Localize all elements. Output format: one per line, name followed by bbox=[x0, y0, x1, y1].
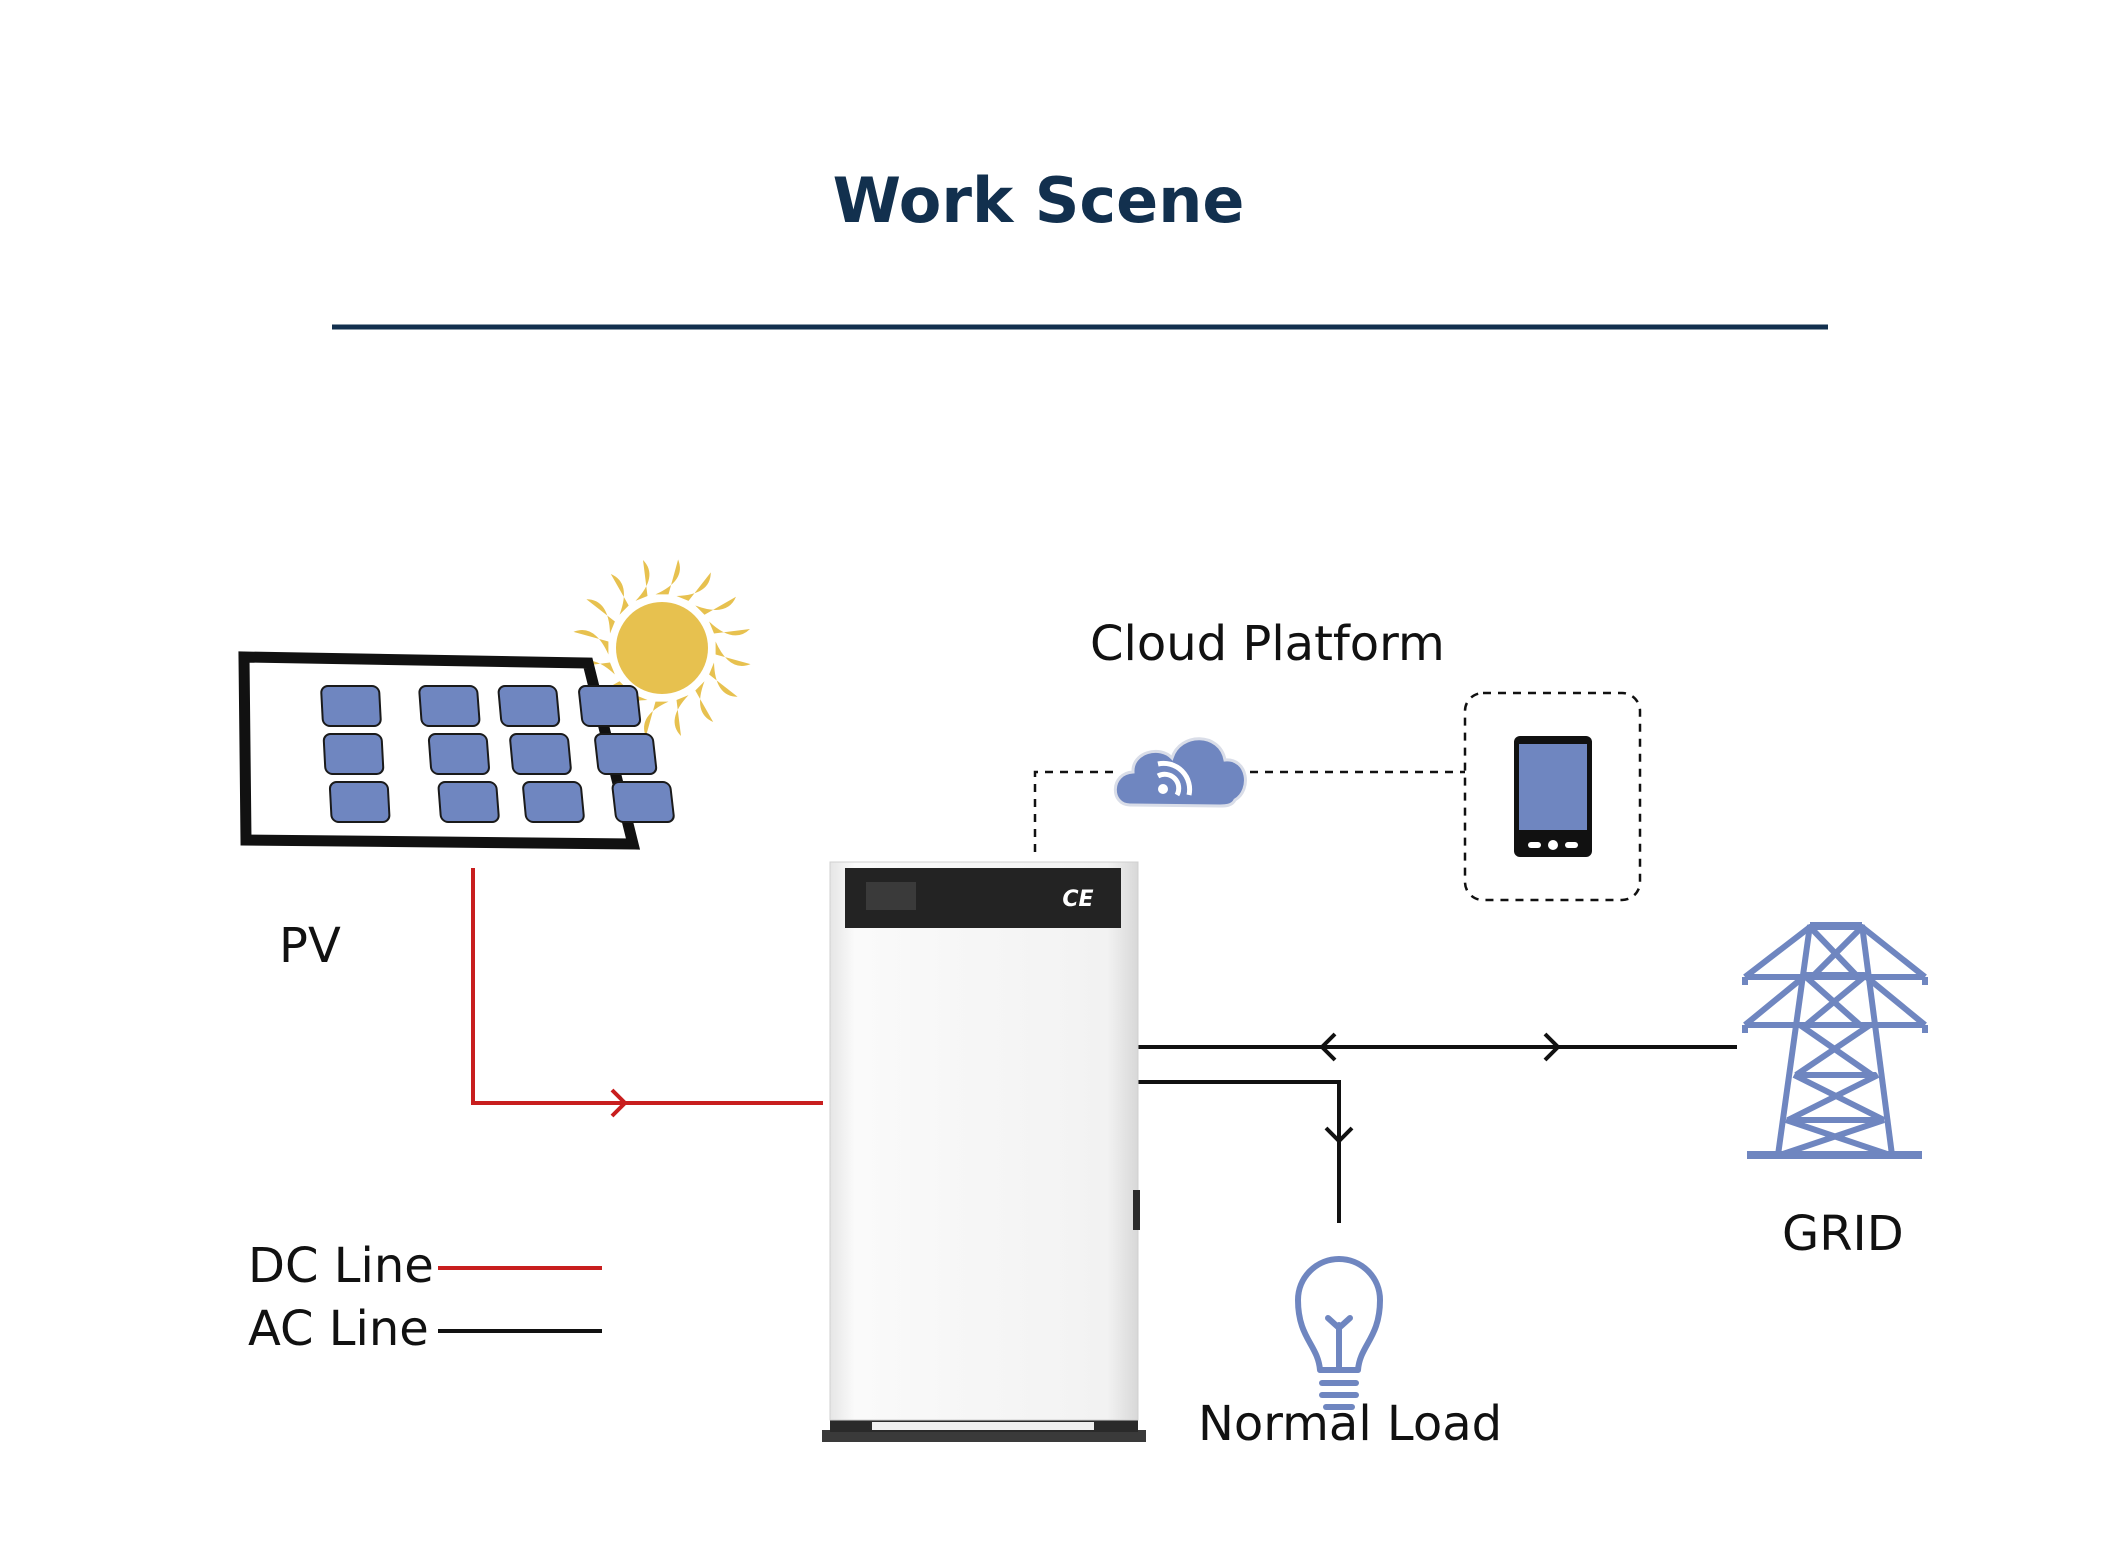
label-pv: PV bbox=[279, 918, 341, 974]
legend-dc-label: DC Line bbox=[248, 1238, 434, 1294]
energy-storage-inverter: CE bbox=[822, 861, 1146, 1442]
solar-cell bbox=[437, 781, 500, 823]
solar-cell bbox=[509, 733, 572, 775]
transmission-tower-icon bbox=[1742, 922, 1928, 1159]
sun-icon bbox=[573, 559, 751, 737]
solar-panel-icon bbox=[238, 651, 675, 850]
solar-cell bbox=[418, 685, 481, 727]
smartphone-icon bbox=[1514, 736, 1592, 857]
ac-line bbox=[1137, 1032, 1737, 1223]
light-bulb-icon bbox=[1295, 1256, 1383, 1410]
network-link bbox=[1033, 691, 1642, 902]
solar-cell bbox=[328, 781, 391, 823]
label-cloud-platform: Cloud Platform bbox=[1090, 616, 1445, 672]
solar-cell bbox=[611, 781, 675, 823]
page-title: Work Scene bbox=[832, 164, 1245, 237]
solar-cell bbox=[522, 781, 585, 823]
solar-cell bbox=[594, 733, 658, 775]
solar-cell bbox=[427, 733, 490, 775]
device-logo: CE bbox=[1062, 887, 1093, 912]
label-normal-load: Normal Load bbox=[1198, 1396, 1503, 1452]
solar-cell bbox=[578, 685, 642, 727]
label-grid: GRID bbox=[1782, 1206, 1904, 1262]
solar-cell bbox=[497, 685, 561, 727]
dc-line bbox=[471, 868, 823, 1118]
legend-ac-label: AC Line bbox=[248, 1301, 429, 1357]
cloud-wifi-icon bbox=[1113, 737, 1247, 808]
solar-cell bbox=[322, 733, 385, 775]
solar-cell bbox=[320, 685, 382, 727]
